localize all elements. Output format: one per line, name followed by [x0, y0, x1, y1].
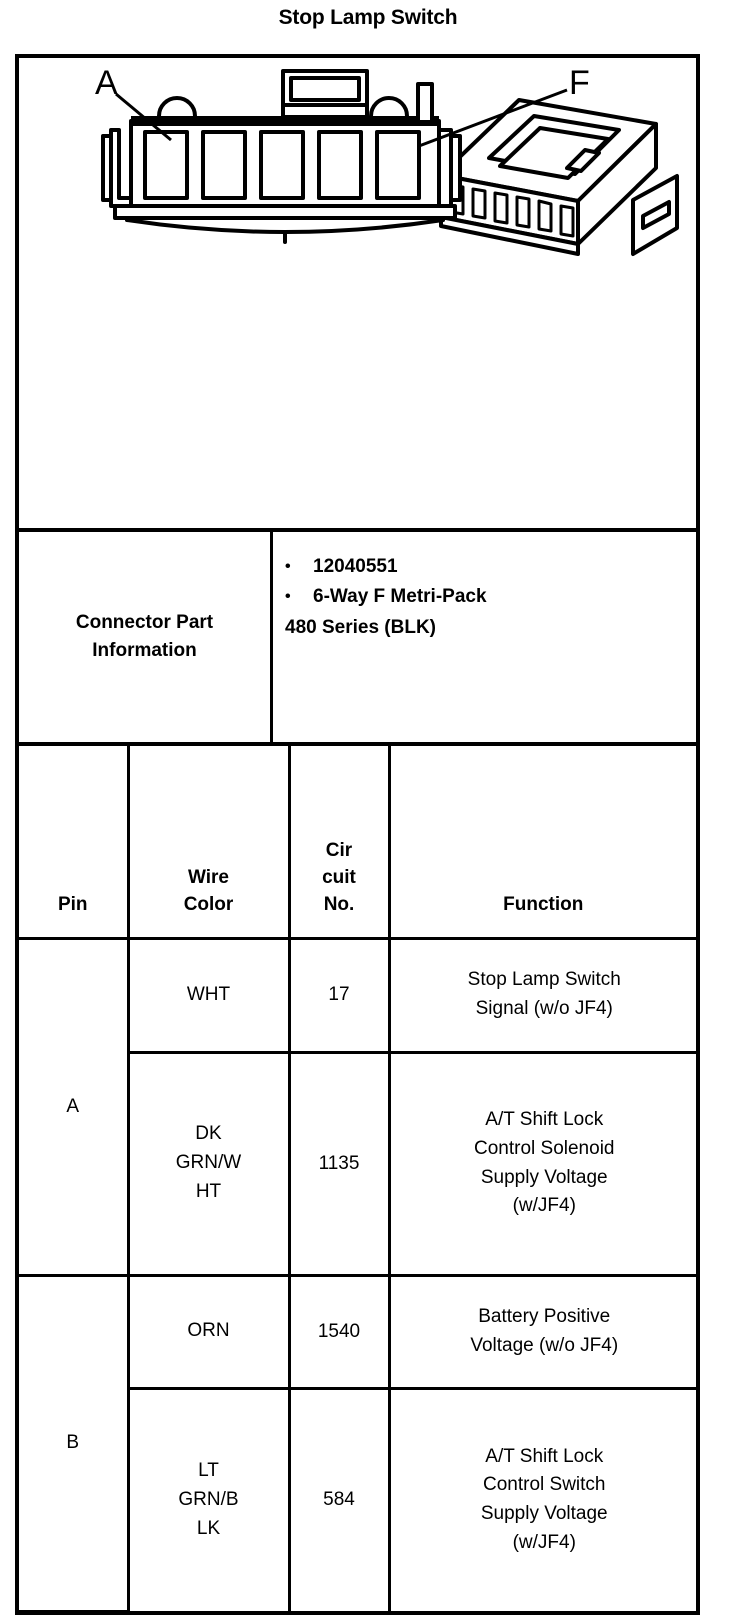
part-info-label-line2: Information	[92, 640, 197, 661]
bullet-icon: •	[285, 588, 291, 606]
connector-series-text: 480 Series (BLK)	[285, 616, 437, 638]
pin-label-a: A	[95, 64, 118, 102]
part-info-bullet-1: • 6-Way F Metri-Pack	[285, 582, 696, 612]
leader-line-f	[418, 88, 568, 148]
circuit-no-cell: 17	[287, 936, 391, 1054]
part-info-bullet-0: • 12040551	[285, 552, 696, 582]
leader-line-a	[115, 92, 172, 142]
cavity-b	[201, 130, 247, 200]
pin-cell-a: A	[19, 936, 130, 1277]
wire-color-cell: DK GRN/W HT	[128, 1050, 291, 1277]
pin-label-f: F	[569, 64, 590, 102]
connector-drawing: A F	[95, 64, 679, 256]
wire-color-cell: WHT	[126, 936, 291, 1054]
connector-part-information-value: • 12040551 • 6-Way F Metri-Pack 480 Seri…	[273, 532, 696, 742]
cavity-d	[317, 130, 363, 200]
column-header-pin: Pin	[19, 746, 130, 940]
cavity-e	[375, 130, 421, 200]
cavity-group	[143, 130, 421, 200]
connector-sheet: A F Connector Part Information • 1204055…	[15, 54, 700, 1615]
table-row: B ORN 1540 Battery Positive Voltage (w/o…	[19, 1273, 696, 1613]
connector-part-information-row: Connector Part Information • 12040551 • …	[19, 532, 696, 746]
part-info-label-line1: Connector Part	[75, 611, 214, 633]
part-number-text: 12040551	[313, 556, 398, 577]
connector-front-view	[101, 69, 462, 244]
wire-color-cell: LT GRN/B LK	[128, 1386, 291, 1611]
table-header-row: Pin Wire Color Cir cuit No. Function	[19, 746, 696, 940]
circuit-no-cell: 1135	[287, 1050, 391, 1277]
pin-assignment-table: Pin Wire Color Cir cuit No. Function A	[19, 746, 696, 1613]
function-cell: Stop Lamp Switch Signal (w/o JF4)	[387, 936, 696, 1054]
table-row: LT GRN/B LK 584 A/T Shift Lock Control S…	[19, 1386, 696, 1611]
pin-cell-b: B	[19, 1273, 130, 1613]
connector-type-text: 6-Way F Metri-Pack	[313, 586, 487, 608]
table-row: DK GRN/W HT 1135 A/T Shift Lock Control …	[19, 1050, 696, 1277]
pin-callouts	[115, 88, 568, 148]
circuit-no-cell: 584	[287, 1386, 391, 1611]
wire-color-cell: ORN	[126, 1273, 291, 1390]
column-header-wire-color: Wire Color	[126, 746, 291, 940]
column-header-function: Function	[387, 746, 696, 940]
cavity-c	[259, 130, 305, 200]
connector-part-information-label: Connector Part Information	[19, 532, 273, 742]
cavity-a	[143, 130, 189, 200]
function-cell: A/T Shift Lock Control Solenoid Supply V…	[387, 1050, 696, 1277]
function-cell: A/T Shift Lock Control Switch Supply Vol…	[387, 1386, 696, 1611]
connector-illustration: A F	[19, 58, 696, 532]
column-header-circuit-no: Cir cuit No.	[287, 746, 391, 940]
table-row: A WHT 17 Stop Lamp Switch Signal (w/o JF…	[19, 936, 696, 1277]
function-cell: Battery Positive Voltage (w/o JF4)	[387, 1273, 696, 1390]
page-title: Stop Lamp Switch	[278, 6, 458, 29]
bullet-icon: •	[285, 558, 291, 575]
circuit-no-cell: 1540	[287, 1273, 391, 1390]
